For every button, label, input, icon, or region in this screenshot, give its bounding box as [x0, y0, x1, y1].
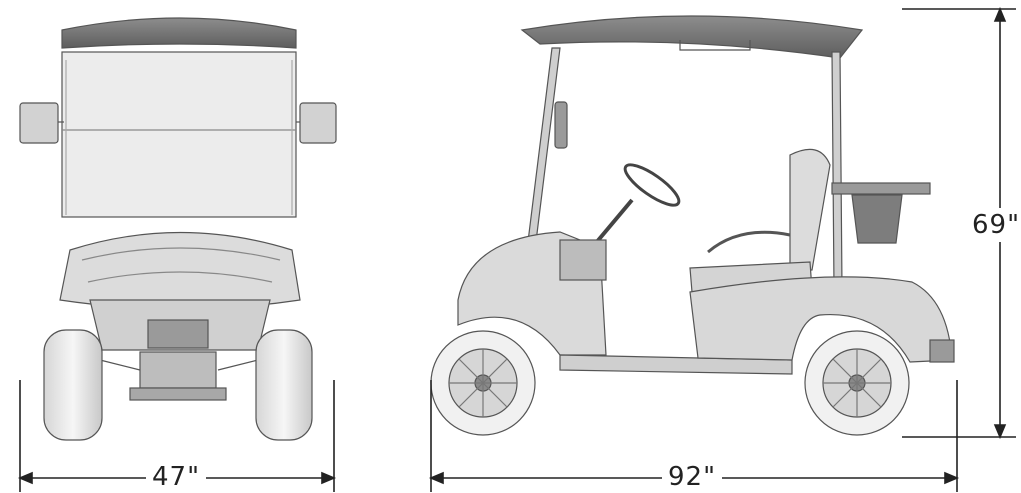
side-rear-strut: [831, 51, 843, 289]
side-front-wheel: [430, 330, 536, 436]
front-tire-right: [255, 329, 313, 441]
side-rear-wheel: [804, 330, 910, 436]
front-windshield: [61, 51, 297, 218]
height-label: 69": [968, 208, 1021, 242]
front-tire-left: [43, 329, 103, 441]
side-seat-back: [789, 148, 831, 271]
side-mirror: [554, 101, 568, 149]
steering-wheel: [623, 163, 681, 207]
rear-basket: [851, 194, 903, 244]
front-mirror-right: [299, 102, 337, 144]
front-cowl: [59, 231, 301, 310]
front-view: [19, 17, 337, 441]
side-view: [430, 15, 955, 436]
front-mirror-left: [19, 102, 59, 144]
rear-rack: [831, 182, 931, 195]
length-label: 92": [662, 464, 723, 490]
side-roof: [520, 15, 864, 59]
front-roof: [61, 17, 297, 49]
width-label: 47": [146, 464, 207, 490]
